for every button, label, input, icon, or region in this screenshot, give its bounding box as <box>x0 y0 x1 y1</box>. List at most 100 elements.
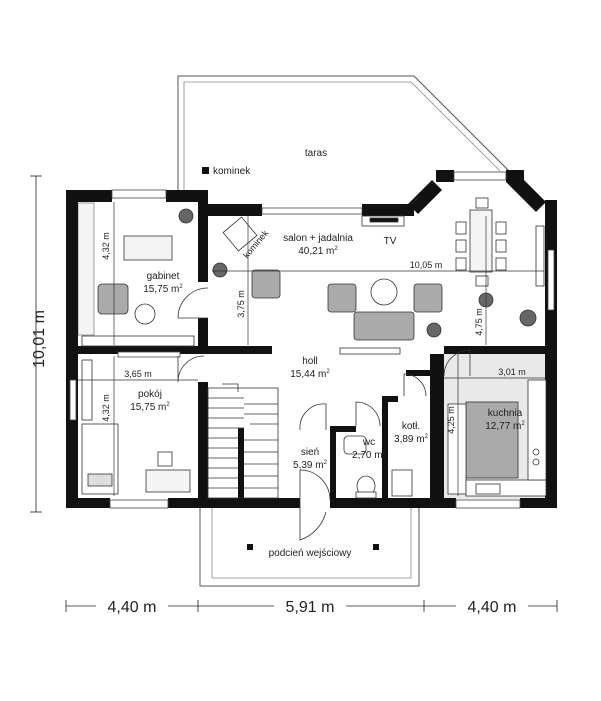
wall-kotl-right <box>430 354 444 500</box>
bottom-dim-label-bg <box>456 596 528 616</box>
door-gabinet <box>177 287 209 319</box>
wall-top-gabinet-left <box>66 190 112 202</box>
bottom-dim-1: 4,40 m <box>108 599 157 616</box>
wall-bay-left <box>408 180 442 214</box>
kitchen-stove <box>532 448 540 456</box>
walls <box>66 170 557 508</box>
bottom-dim-label-bg <box>96 596 168 616</box>
fireplace-legend-label: kominek <box>213 166 251 177</box>
wall-bottom-mid <box>168 498 300 508</box>
gabinet-name: gabinet <box>147 271 180 282</box>
wall-right <box>545 200 557 508</box>
wall-gabinet-right <box>198 190 208 282</box>
porch-outline <box>199 506 420 587</box>
window-gabinet-pokoj <box>117 351 181 358</box>
gabinet-table <box>134 303 156 325</box>
holl-area: 15,44 m2 <box>290 369 330 380</box>
total-depth-label: 10,01 m <box>31 310 48 368</box>
furniture <box>81 197 547 499</box>
wc-tank <box>355 491 377 499</box>
pokoj-name: pokój <box>138 389 162 400</box>
kuchnia-width-dim: 3,01 m <box>498 367 526 377</box>
bottom-dim-3: 4,40 m <box>468 599 517 616</box>
kotl-boiler <box>391 469 413 497</box>
window-kitchen-bottom <box>455 499 521 509</box>
kitchen-sink <box>475 483 501 495</box>
wall-gabinet-right-lower <box>198 318 208 354</box>
kitchen-counter-left <box>447 403 467 495</box>
wall-wc-right <box>382 400 388 500</box>
wall-bottom-right <box>520 498 557 508</box>
terrace-label: taras <box>305 148 327 159</box>
kotl-area: 3,89 m2 <box>394 434 429 445</box>
pokoj-shelf <box>81 359 93 421</box>
bottom-dim-label-bg <box>274 596 346 616</box>
wall-bay-top-left <box>436 170 454 182</box>
bottom-dim-2: 5,91 m <box>286 599 335 616</box>
pokoj-width-dim: 3,65 m <box>124 369 152 379</box>
fireplace-legend-icon <box>202 167 209 174</box>
sien-name: sień <box>301 447 319 458</box>
pokoj-area: 15,75 m2 <box>130 402 170 413</box>
window-salon-top <box>261 207 363 215</box>
window-pokoj-left <box>69 379 77 421</box>
terrace: taras <box>177 75 511 190</box>
wall-salon-bottom-left <box>208 346 272 354</box>
kitchen-counter-right <box>527 379 547 481</box>
salon-depth2-dim: 3,75 m <box>236 290 246 318</box>
wall-top-gabinet-right <box>166 190 206 202</box>
porch-inner-outline <box>211 506 412 579</box>
room-labels: gabinet 15,75 m2 4,32 m salon + jadalnia… <box>101 228 526 471</box>
wall-salon-top-left <box>198 204 262 216</box>
salon-armchair-2 <box>327 283 357 313</box>
porch-column-left <box>247 544 253 550</box>
gabinet-desk <box>123 235 173 261</box>
stairs-outline <box>207 387 279 499</box>
salon-tv <box>369 217 399 223</box>
wall-gabinet-bottom <box>66 346 208 354</box>
wc-sink <box>343 435 367 455</box>
porch-label: podcień wejściowy <box>269 548 352 559</box>
porch-column-right <box>373 544 379 550</box>
wall-kotl-top <box>382 396 398 402</box>
window-pokoj-bottom <box>109 499 169 509</box>
gabinet-shelving <box>77 202 95 336</box>
dining-chair <box>455 239 467 253</box>
salon-sideboard <box>339 347 401 355</box>
dining-chair <box>475 197 489 209</box>
window-kitchen-right <box>547 249 555 311</box>
wc-name: wc <box>362 437 375 448</box>
staircase <box>207 383 279 499</box>
gabinet-chair <box>97 283 129 315</box>
internal-dimensions <box>78 202 545 496</box>
windows <box>69 171 555 509</box>
kitchen-stove <box>532 458 540 466</box>
window-bay-top <box>453 171 507 181</box>
salon-cabinet <box>535 225 545 287</box>
kuchnia-name: kuchnia <box>488 408 523 419</box>
salon-width-dim: 10,05 m <box>410 260 443 270</box>
wc-area: 2,70 m2 <box>352 450 387 461</box>
door-sien <box>299 403 327 431</box>
pokoj-height-dim: 4,32 m <box>101 394 111 422</box>
sien-area: 5,39 m2 <box>293 460 328 471</box>
dining-chair <box>455 257 467 271</box>
door-wc <box>355 401 381 427</box>
wall-bay-right <box>506 172 546 212</box>
door-entry-leaf <box>299 500 327 541</box>
window-gabinet-top <box>111 189 167 199</box>
door-kotl <box>403 373 427 397</box>
doors <box>177 195 471 541</box>
salon-tv-label: TV <box>384 236 397 247</box>
gabinet-dim: 4,32 m <box>101 232 111 260</box>
pokoj-desk <box>145 469 191 493</box>
dining-table <box>469 209 493 273</box>
wall-pokoj-right <box>198 382 208 508</box>
terrace-inner-outline <box>183 81 501 190</box>
wall-hall-stub <box>406 370 430 376</box>
wall-salon-bottom-right <box>444 346 545 354</box>
salon-sofa <box>353 311 415 341</box>
salon-armchair-1 <box>251 269 281 299</box>
wall-wc-top <box>330 426 356 432</box>
